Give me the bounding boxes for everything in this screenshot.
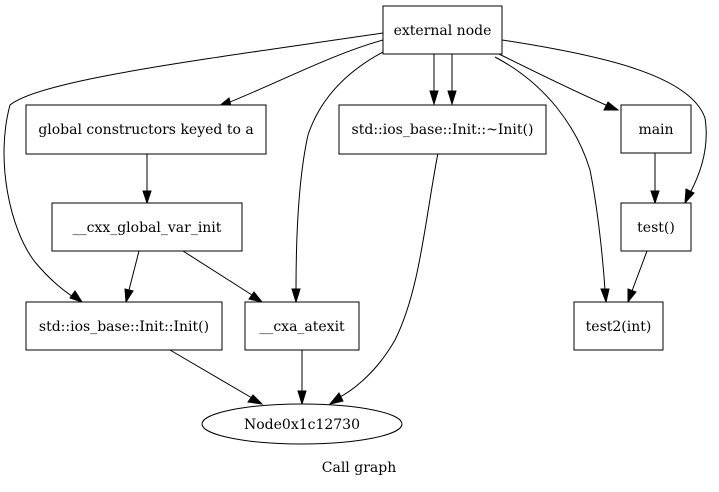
node-box [573, 301, 664, 351]
node-label: test2(int) [586, 319, 652, 335]
edge-external-to-ios-ctor [3, 32, 384, 299]
node-box [382, 5, 503, 55]
node-ellipse [201, 403, 403, 445]
edge-external-to-test [501, 39, 707, 194]
node-box [25, 301, 223, 351]
node-label: main [638, 122, 673, 138]
arrowhead [627, 288, 637, 304]
arrowhead [69, 290, 84, 303]
graph-caption: Call graph [322, 460, 396, 476]
node-box [25, 104, 267, 155]
arrowhead [684, 188, 695, 205]
edge-external-to-main [494, 51, 609, 107]
node-label: __cxa_atexit [259, 319, 345, 335]
edge-cxx-init-to-ios-ctor [128, 250, 140, 291]
arrowhead [297, 390, 307, 406]
node-cxx-global-var-init: __cxx_global_var_init [51, 202, 243, 252]
arrowhead [142, 190, 152, 205]
edge-external-to-cxa-atexit [295, 51, 384, 291]
node-label: std::ios_base::Init::Init() [39, 319, 209, 335]
node-label: test() [637, 220, 675, 236]
arrowhead [328, 392, 344, 405]
edge-ios-dtor-to-node [337, 152, 439, 399]
node-box [338, 104, 547, 155]
edges [3, 32, 707, 406]
node-global-constructors: global constructors keyed to a [25, 104, 267, 155]
node-label: Node0x1c12730 [244, 417, 360, 433]
node-test2: test2(int) [573, 301, 664, 351]
node-main: main [620, 104, 692, 154]
node-test: test() [620, 202, 692, 252]
arrowhead [650, 190, 660, 205]
node-box [244, 301, 360, 351]
arrowhead [291, 288, 301, 304]
node-pointer: Node0x1c12730 [201, 403, 403, 445]
node-label: external node [394, 23, 492, 39]
node-cxa-atexit: __cxa_atexit [244, 301, 360, 351]
arrowhead [429, 90, 439, 106]
edge-test-to-test2 [631, 250, 648, 292]
node-box [620, 104, 692, 154]
arrowhead [247, 394, 264, 405]
edge-cxx-init-to-cxa-atexit [182, 250, 253, 296]
node-label: std::ios_base::Init::~Init() [352, 122, 534, 138]
node-label: __cxx_global_var_init [73, 220, 222, 236]
node-box [620, 202, 692, 252]
arrowhead [124, 288, 134, 304]
edge-external-to-test2 [494, 56, 606, 291]
node-ios-base-init-ctor: std::ios_base::Init::Init() [25, 301, 223, 351]
node-label: global constructors keyed to a [38, 122, 253, 138]
edge-external-to-global-ctors [224, 39, 384, 105]
node-external: external node [382, 5, 503, 55]
arrowhead [603, 101, 620, 111]
edge-ios-ctor-to-node [169, 349, 253, 399]
arrowhead [600, 288, 610, 304]
arrowhead [447, 90, 457, 106]
node-ios-base-init-dtor: std::ios_base::Init::~Init() [338, 104, 547, 155]
node-box [51, 202, 243, 252]
arrowhead [248, 291, 264, 303]
